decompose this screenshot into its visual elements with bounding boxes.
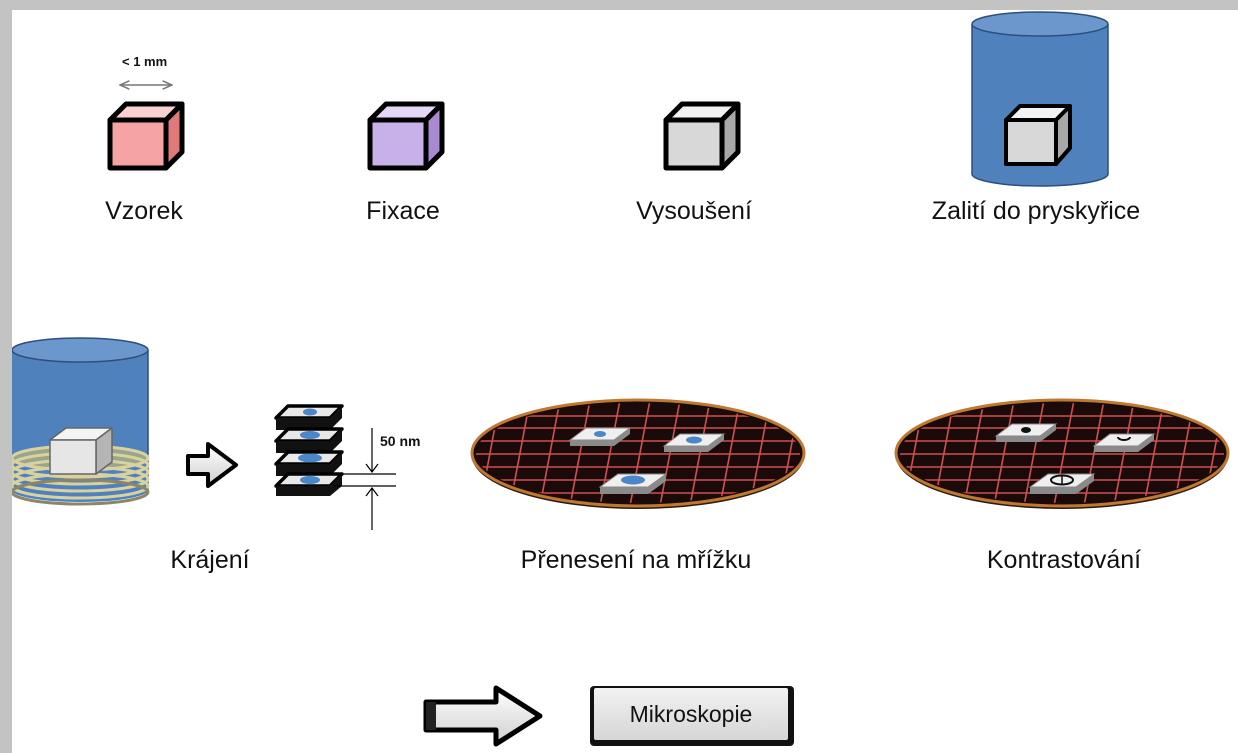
grid2-section xyxy=(1092,433,1156,452)
step-label-preneseni: Přenesení na mřížku xyxy=(521,546,752,574)
grid1-section xyxy=(598,473,668,494)
sample-cube xyxy=(107,101,185,171)
section-slice xyxy=(274,472,344,496)
tem-grid-2 xyxy=(894,398,1230,509)
embedded-cube xyxy=(1004,104,1072,166)
section-stack xyxy=(274,404,344,496)
grid1-section xyxy=(662,433,726,452)
size-label: < 1 mm xyxy=(122,54,167,69)
microscopy-button[interactable]: Mikroskopie xyxy=(590,686,794,746)
fixed-cube xyxy=(367,101,445,171)
step-label-vysouseni: Vysoušení xyxy=(636,197,752,225)
resin-cylinder xyxy=(971,11,1109,187)
block-cube xyxy=(49,427,113,475)
diagram-canvas: < 1 mm Vzorek Fixace Vysoušení Zalití xyxy=(12,10,1238,753)
tem-grid-1 xyxy=(470,398,806,509)
process-diagram: < 1 mm Vzorek Fixace Vysoušení Zalití xyxy=(12,11,1230,747)
step-arrow-large xyxy=(423,685,543,747)
step-label-zaliti: Zalití do pryskyřice xyxy=(932,197,1140,225)
microscopy-button-label: Mikroskopie xyxy=(630,701,753,727)
step-arrow-small xyxy=(186,442,238,488)
grid2-section xyxy=(1028,473,1096,494)
grid1-section xyxy=(568,427,632,446)
size-annotation: < 1 mm xyxy=(120,54,172,85)
grid2-section xyxy=(994,423,1058,442)
section-slice xyxy=(274,427,344,453)
step-label-vzorek: Vzorek xyxy=(105,197,183,225)
step-label-krajeni: Krájení xyxy=(170,546,249,574)
thickness-label: 50 nm xyxy=(380,433,420,449)
thickness-annotation xyxy=(334,428,396,530)
sectioning-cylinder xyxy=(12,337,150,506)
section-slice xyxy=(274,404,344,430)
step-label-fixace: Fixace xyxy=(366,197,440,225)
dried-cube xyxy=(663,101,741,171)
step-label-kontrastovani: Kontrastování xyxy=(987,546,1141,574)
